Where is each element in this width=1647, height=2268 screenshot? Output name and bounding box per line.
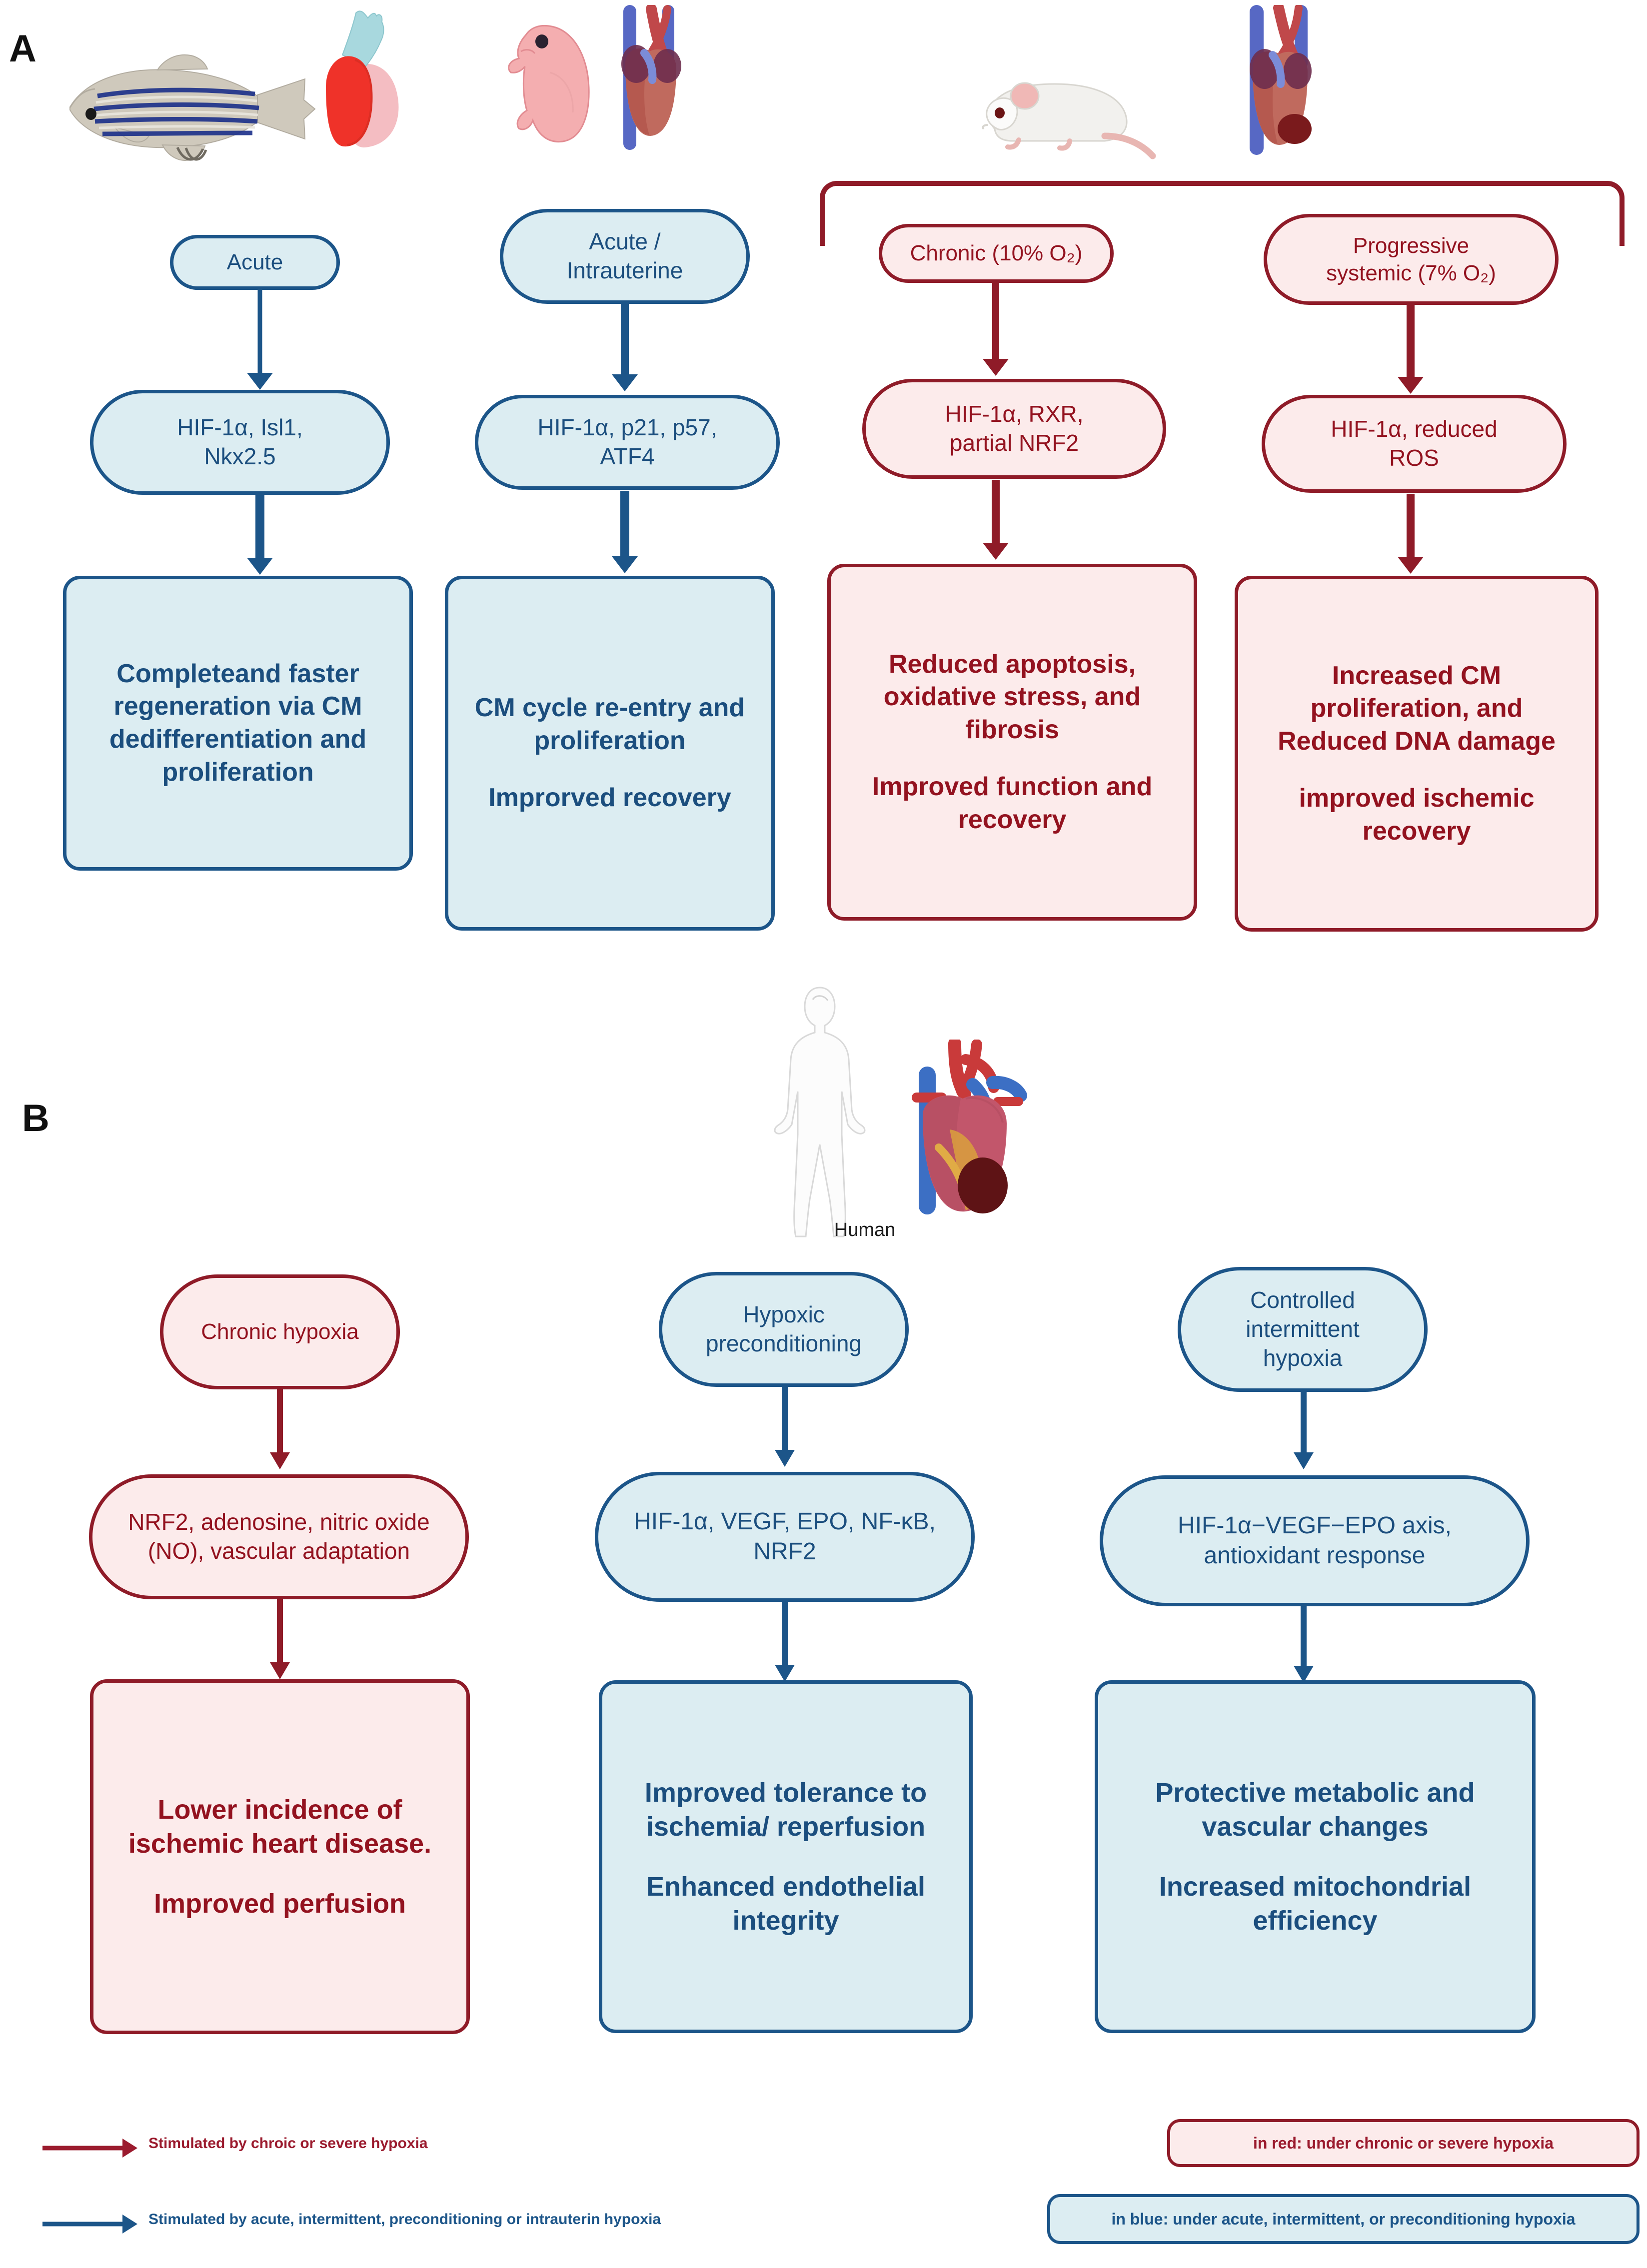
node-outcome-b2: Improved tolerance to ischemia/ reperfus… <box>599 1680 973 2033</box>
outcome-secondary-b2: Enhanced endothelial integrity <box>646 1871 926 1936</box>
arrow-a2-top <box>610 304 640 391</box>
outcome-primary-a1: Completeand faster regeneration via CM d… <box>109 659 367 787</box>
panel-letter-b: B <box>22 1097 49 1139</box>
arrow-a2-bottom <box>610 491 640 573</box>
outcome-secondary-a2: Improrved recovery <box>488 783 731 813</box>
node-stimulus-a4: Progressive systemic (7% O₂) <box>1264 214 1559 305</box>
node-mediators-a1: HIF-1α, Isl1, Nkx2.5 <box>90 390 390 495</box>
outcome-secondary-b3: Increased mitochondrial efficiency <box>1159 1871 1472 1936</box>
mouse-group-bracket <box>820 181 1625 246</box>
arrow-b1-bottom <box>265 1599 295 1679</box>
key-box-blue: in blue: under acute, intermittent, or p… <box>1047 2194 1640 2244</box>
node-stimulus-a3: Chronic (10% O₂) <box>879 224 1114 283</box>
outcome-secondary-a4: improved ischemic recovery <box>1299 784 1535 846</box>
human-heart-illustration <box>912 1040 1027 1214</box>
node-stimulus-b1: Chronic hypoxia <box>160 1274 400 1389</box>
legend-row-blue: Stimulated by acute, intermittent, preco… <box>42 2209 692 2234</box>
arrow-a4-bottom <box>1396 494 1426 574</box>
human-caption: Human <box>834 1219 896 1240</box>
human-body-illustration <box>774 987 866 1237</box>
legend-row-red: Stimulated by chroic or severe hypoxia <box>42 2133 692 2158</box>
node-stimulus-b2: Hypoxic preconditioning <box>659 1272 909 1387</box>
node-mediators-b2: HIF-1α, VEGF, EPO, NF-κB, NRF2 <box>595 1472 975 1602</box>
outcome-primary-a4: Increased CM proliferation, and Reduced … <box>1278 661 1556 756</box>
panel-letter-a: A <box>9 27 36 70</box>
node-outcome-b3: Protective metabolic and vascular change… <box>1095 1680 1536 2033</box>
legend-arrow-red-icon <box>42 2138 137 2158</box>
arrow-a4-top <box>1396 305 1426 394</box>
node-mediators-b1: NRF2, adenosine, nitric oxide (NO), vasc… <box>89 1474 469 1599</box>
outcome-primary-b3: Protective metabolic and vascular change… <box>1155 1778 1475 1842</box>
outcome-primary-b1: Lower incidence of ischemic heart diseas… <box>128 1795 432 1859</box>
arrow-a3-top <box>981 283 1011 376</box>
node-outcome-a1: Completeand faster regeneration via CM d… <box>63 576 413 871</box>
arrow-a1-bottom <box>245 495 275 575</box>
adult-mouse-heart-illustration <box>1250 5 1312 155</box>
arrow-a3-bottom <box>981 480 1011 560</box>
arrow-b3-bottom <box>1289 1605 1319 1683</box>
arrow-b1-top <box>265 1389 295 1469</box>
node-outcome-a2: CM cycle re-entry and proliferation Impr… <box>445 576 775 931</box>
node-stimulus-a1: Acute <box>170 235 340 290</box>
outcome-primary-a2: CM cycle re-entry and proliferation <box>474 693 745 755</box>
arrow-b2-top <box>770 1387 800 1467</box>
zebrafish-heart-illustration <box>326 10 399 148</box>
node-mediators-b3: HIF-1α−VEGF−EPO axis, antioxidant respon… <box>1100 1475 1530 1606</box>
outcome-secondary-a3: Improved function and recovery <box>872 772 1153 834</box>
legend-label-blue: Stimulated by acute, intermittent, preco… <box>148 2211 661 2228</box>
node-outcome-a4: Increased CM proliferation, and Reduced … <box>1235 576 1599 932</box>
legend-label-red: Stimulated by chroic or severe hypoxia <box>148 2135 428 2152</box>
outcome-secondary-b1: Improved perfusion <box>153 1888 406 1919</box>
key-box-red: in red: under chronic or severe hypoxia <box>1167 2119 1640 2167</box>
zebrafish-illustration <box>69 54 316 161</box>
node-outcome-a3: Reduced apoptosis, oxidative stress, and… <box>827 564 1197 921</box>
node-stimulus-a2: Acute / Intrauterine <box>500 209 750 304</box>
node-stimulus-b3: Controlled intermittent hypoxia <box>1178 1267 1428 1392</box>
arrow-a1-top <box>245 290 275 390</box>
node-outcome-b1: Lower incidence of ischemic heart diseas… <box>90 1679 470 2034</box>
neonatal-mouse-heart-illustration <box>621 5 681 150</box>
adult-mouse-illustration <box>982 82 1156 159</box>
legend-arrow-blue-icon <box>42 2214 137 2234</box>
node-mediators-a2: HIF-1α, p21, p57, ATF4 <box>475 395 780 490</box>
node-mediators-a3: HIF-1α, RXR, partial NRF2 <box>862 379 1166 479</box>
arrow-b2-bottom <box>770 1602 800 1682</box>
outcome-primary-a3: Reduced apoptosis, oxidative stress, and… <box>883 649 1141 744</box>
neonatal-mouse-illustration <box>508 24 590 143</box>
node-mediators-a4: HIF-1α, reduced ROS <box>1262 395 1567 493</box>
arrow-b3-top <box>1289 1392 1319 1469</box>
outcome-primary-b2: Improved tolerance to ischemia/ reperfus… <box>644 1778 927 1842</box>
